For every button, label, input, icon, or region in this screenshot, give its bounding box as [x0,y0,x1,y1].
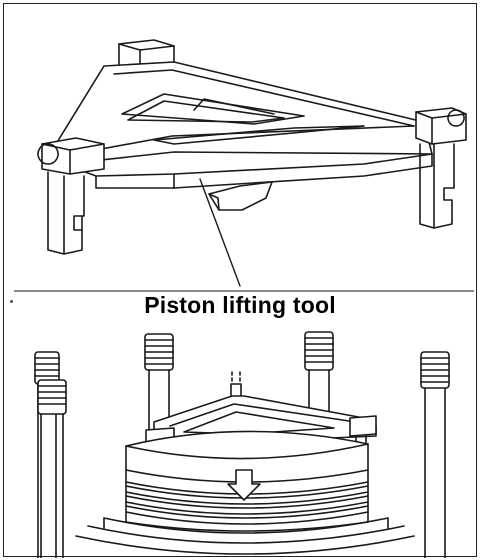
stray-mark [10,300,13,303]
down-arrow-icon [227,469,261,501]
cylinder-liner [75,517,415,555]
stud-far-left [34,351,60,558]
lifting-tool-drawing [37,39,467,287]
stud-left [37,379,67,558]
piston-assembly-drawing [34,331,450,558]
stud-center-right [304,331,334,419]
callout-leader-line [199,178,241,287]
stud-right [420,351,450,558]
figure-caption: Piston lifting tool [144,292,336,318]
right-end-block [415,107,467,229]
piston-assembly-panel [4,322,476,558]
left-end-block [37,137,105,255]
stud-center-left [144,333,174,435]
lifting-tool-panel [4,4,476,290]
triangular-frame [55,61,433,211]
panel-divider [14,290,474,292]
lifting-bolt [230,371,242,399]
figure-frame: Piston lifting tool [3,3,477,558]
